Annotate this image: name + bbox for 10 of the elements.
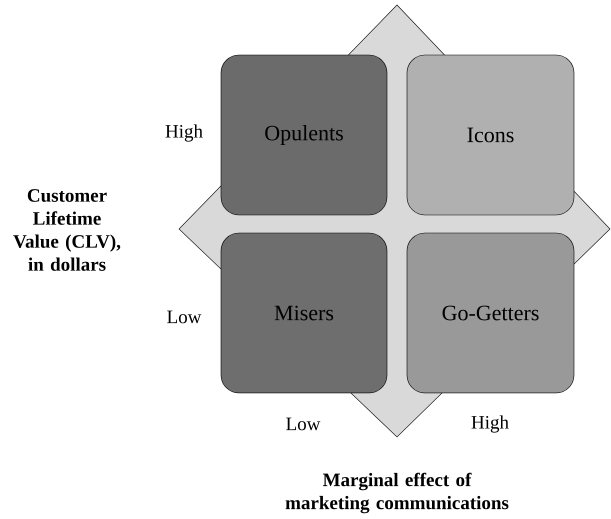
quadrant-box: Icons [406, 54, 574, 216]
axis-title: Customer Lifetime Value (CLV), in dollars [13, 189, 120, 271]
quadrant-box: Opulents [220, 54, 388, 216]
axis-label: Low [286, 418, 320, 430]
axis-label: High [472, 415, 509, 433]
axis-label: Low [167, 310, 202, 324]
axis-label: High [166, 124, 203, 142]
quadrant-box: Go-Getters [406, 232, 574, 394]
quadrant-box: Misers [220, 232, 388, 394]
axis-title: Marginal effect of marketing communications [286, 472, 508, 514]
